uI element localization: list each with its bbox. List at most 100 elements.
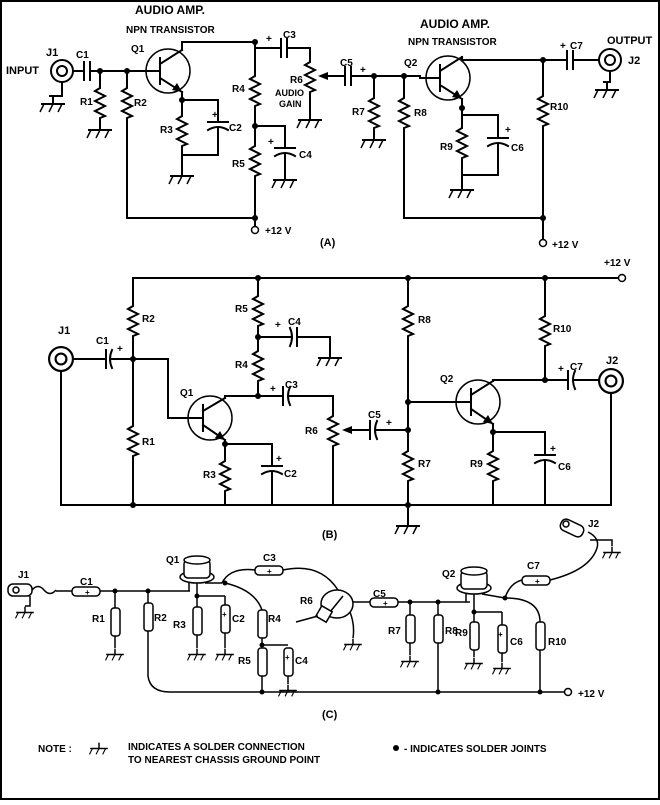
b-c4-ground-icon xyxy=(316,349,343,367)
note-dot-text: - INDICATES SOLDER JOINTS xyxy=(404,744,547,755)
svg-text:+: + xyxy=(560,41,566,52)
a-c4-ground-icon xyxy=(271,171,298,189)
a-r9-label: R9 xyxy=(440,142,453,153)
b-j1-jack-icon xyxy=(47,346,74,372)
a-r1-ground-icon xyxy=(86,121,113,139)
b-j2-label: J2 xyxy=(606,355,618,367)
svg-text:+: + xyxy=(268,137,274,148)
c-c1-label: C1 xyxy=(80,577,93,588)
a-r10-label: R10 xyxy=(550,102,569,113)
b-q2-label: Q2 xyxy=(440,374,454,385)
c-v-label: +12 V xyxy=(578,689,605,700)
legend-ground-icon xyxy=(88,741,109,756)
b-c7-label: C7 xyxy=(570,362,583,373)
c-r6-ground-icon xyxy=(342,637,363,652)
c-c3-label: C3 xyxy=(263,553,276,564)
a-r6-ground-icon xyxy=(296,111,323,129)
a-input-label: INPUT xyxy=(6,65,39,77)
b-r10-label: R10 xyxy=(553,324,572,335)
a-sub-q1: NPN TRANSISTOR xyxy=(126,25,215,36)
a-c7-label: C7 xyxy=(570,41,583,52)
a-c1-label: C1 xyxy=(76,50,89,61)
c-q2-label: Q2 xyxy=(442,569,456,580)
c-r1-ground-icon xyxy=(104,647,125,662)
b-c4-label: C4 xyxy=(288,317,301,328)
a-title-q2: AUDIO AMP. xyxy=(420,17,490,31)
a-j2-jack-icon xyxy=(598,48,622,72)
a-r5-label: R5 xyxy=(232,159,245,170)
svg-text:+: + xyxy=(505,125,511,136)
note-label: NOTE : xyxy=(38,744,72,755)
b-c6-label: C6 xyxy=(558,462,571,473)
a-c4-label: C4 xyxy=(299,150,312,161)
a-c3-label: C3 xyxy=(283,30,296,41)
svg-text:+: + xyxy=(267,567,272,576)
c-c4-label: C4 xyxy=(295,656,308,667)
svg-text:+: + xyxy=(558,364,564,375)
b-v-label: +12 V xyxy=(604,258,631,269)
a-c5-label: C5 xyxy=(340,58,353,69)
a-sub-q2: NPN TRANSISTOR xyxy=(408,37,497,48)
b-j1-label: J1 xyxy=(58,325,70,337)
a-output-label: OUTPUT xyxy=(607,35,653,47)
a-j1-jack-icon xyxy=(50,59,74,83)
b-c1-label: C1 xyxy=(96,336,109,347)
a-caption: (A) xyxy=(320,237,336,249)
b-r6-label: R6 xyxy=(305,426,318,437)
a-q2-label: Q2 xyxy=(404,58,418,69)
c-c6-ground-icon xyxy=(491,661,512,676)
svg-text:+: + xyxy=(550,444,556,455)
c-c6-label: C6 xyxy=(510,637,523,648)
b-r5-label: R5 xyxy=(235,304,248,315)
c-r3-ground-icon xyxy=(186,647,207,662)
schematic-b: +12 V J1 C1 + R2 R1 Q1 xyxy=(47,258,631,541)
c-r9-label: R9 xyxy=(455,628,468,639)
svg-text:+: + xyxy=(222,610,227,619)
c-r2-label: R2 xyxy=(154,613,167,624)
svg-text:+: + xyxy=(275,320,281,331)
b-c5-label: C5 xyxy=(368,410,381,421)
c-r10-label: R10 xyxy=(548,637,567,648)
c-q1-label: Q1 xyxy=(166,555,180,566)
svg-text:+: + xyxy=(270,384,276,395)
svg-text:+: + xyxy=(386,418,392,429)
a-q1-label: Q1 xyxy=(131,44,145,55)
c-c2-label: C2 xyxy=(232,614,245,625)
a-gain1: AUDIO xyxy=(275,88,304,98)
c-c4-ground-icon xyxy=(277,683,298,698)
b-c2-label: C2 xyxy=(284,469,297,480)
note-ground-line2: TO NEAREST CHASSIS GROUND POINT xyxy=(128,755,320,766)
a-r7-ground-icon xyxy=(360,131,387,149)
a-q1-ground-icon xyxy=(168,167,195,185)
a-v1-label: +12 V xyxy=(265,226,292,237)
a-r4-label: R4 xyxy=(232,84,245,95)
a-title-q1: AUDIO AMP. xyxy=(135,3,205,17)
a-r3-label: R3 xyxy=(160,125,173,136)
legend-solder-dot-icon xyxy=(393,745,399,751)
c-r7-label: R7 xyxy=(388,626,401,637)
svg-text:+: + xyxy=(117,344,123,355)
a-r6-label: R6 xyxy=(290,75,303,86)
b-r4-label: R4 xyxy=(235,360,248,371)
b-caption: (B) xyxy=(322,529,338,541)
svg-text:+: + xyxy=(85,588,90,597)
svg-text:+: + xyxy=(266,34,272,45)
a-r2-label: R2 xyxy=(134,98,147,109)
c-r4-label: R4 xyxy=(268,614,281,625)
a-r8-label: R8 xyxy=(414,108,427,119)
c-r3-label: R3 xyxy=(173,620,186,631)
b-c3-label: C3 xyxy=(285,380,298,391)
c-r1-label: R1 xyxy=(92,614,105,625)
a-c2-label: C2 xyxy=(229,123,242,134)
a-c6-label: C6 xyxy=(511,143,524,154)
a-j2-label: J2 xyxy=(628,55,640,67)
a-gain2: GAIN xyxy=(279,99,302,109)
a-r1-label: R1 xyxy=(80,97,93,108)
b-r3-label: R3 xyxy=(203,470,216,481)
c-c5-label: C5 xyxy=(373,589,386,600)
c-r8-label: R8 xyxy=(445,626,458,637)
b-q1-label: Q1 xyxy=(180,388,194,399)
c-c7-label: C7 xyxy=(527,561,540,572)
